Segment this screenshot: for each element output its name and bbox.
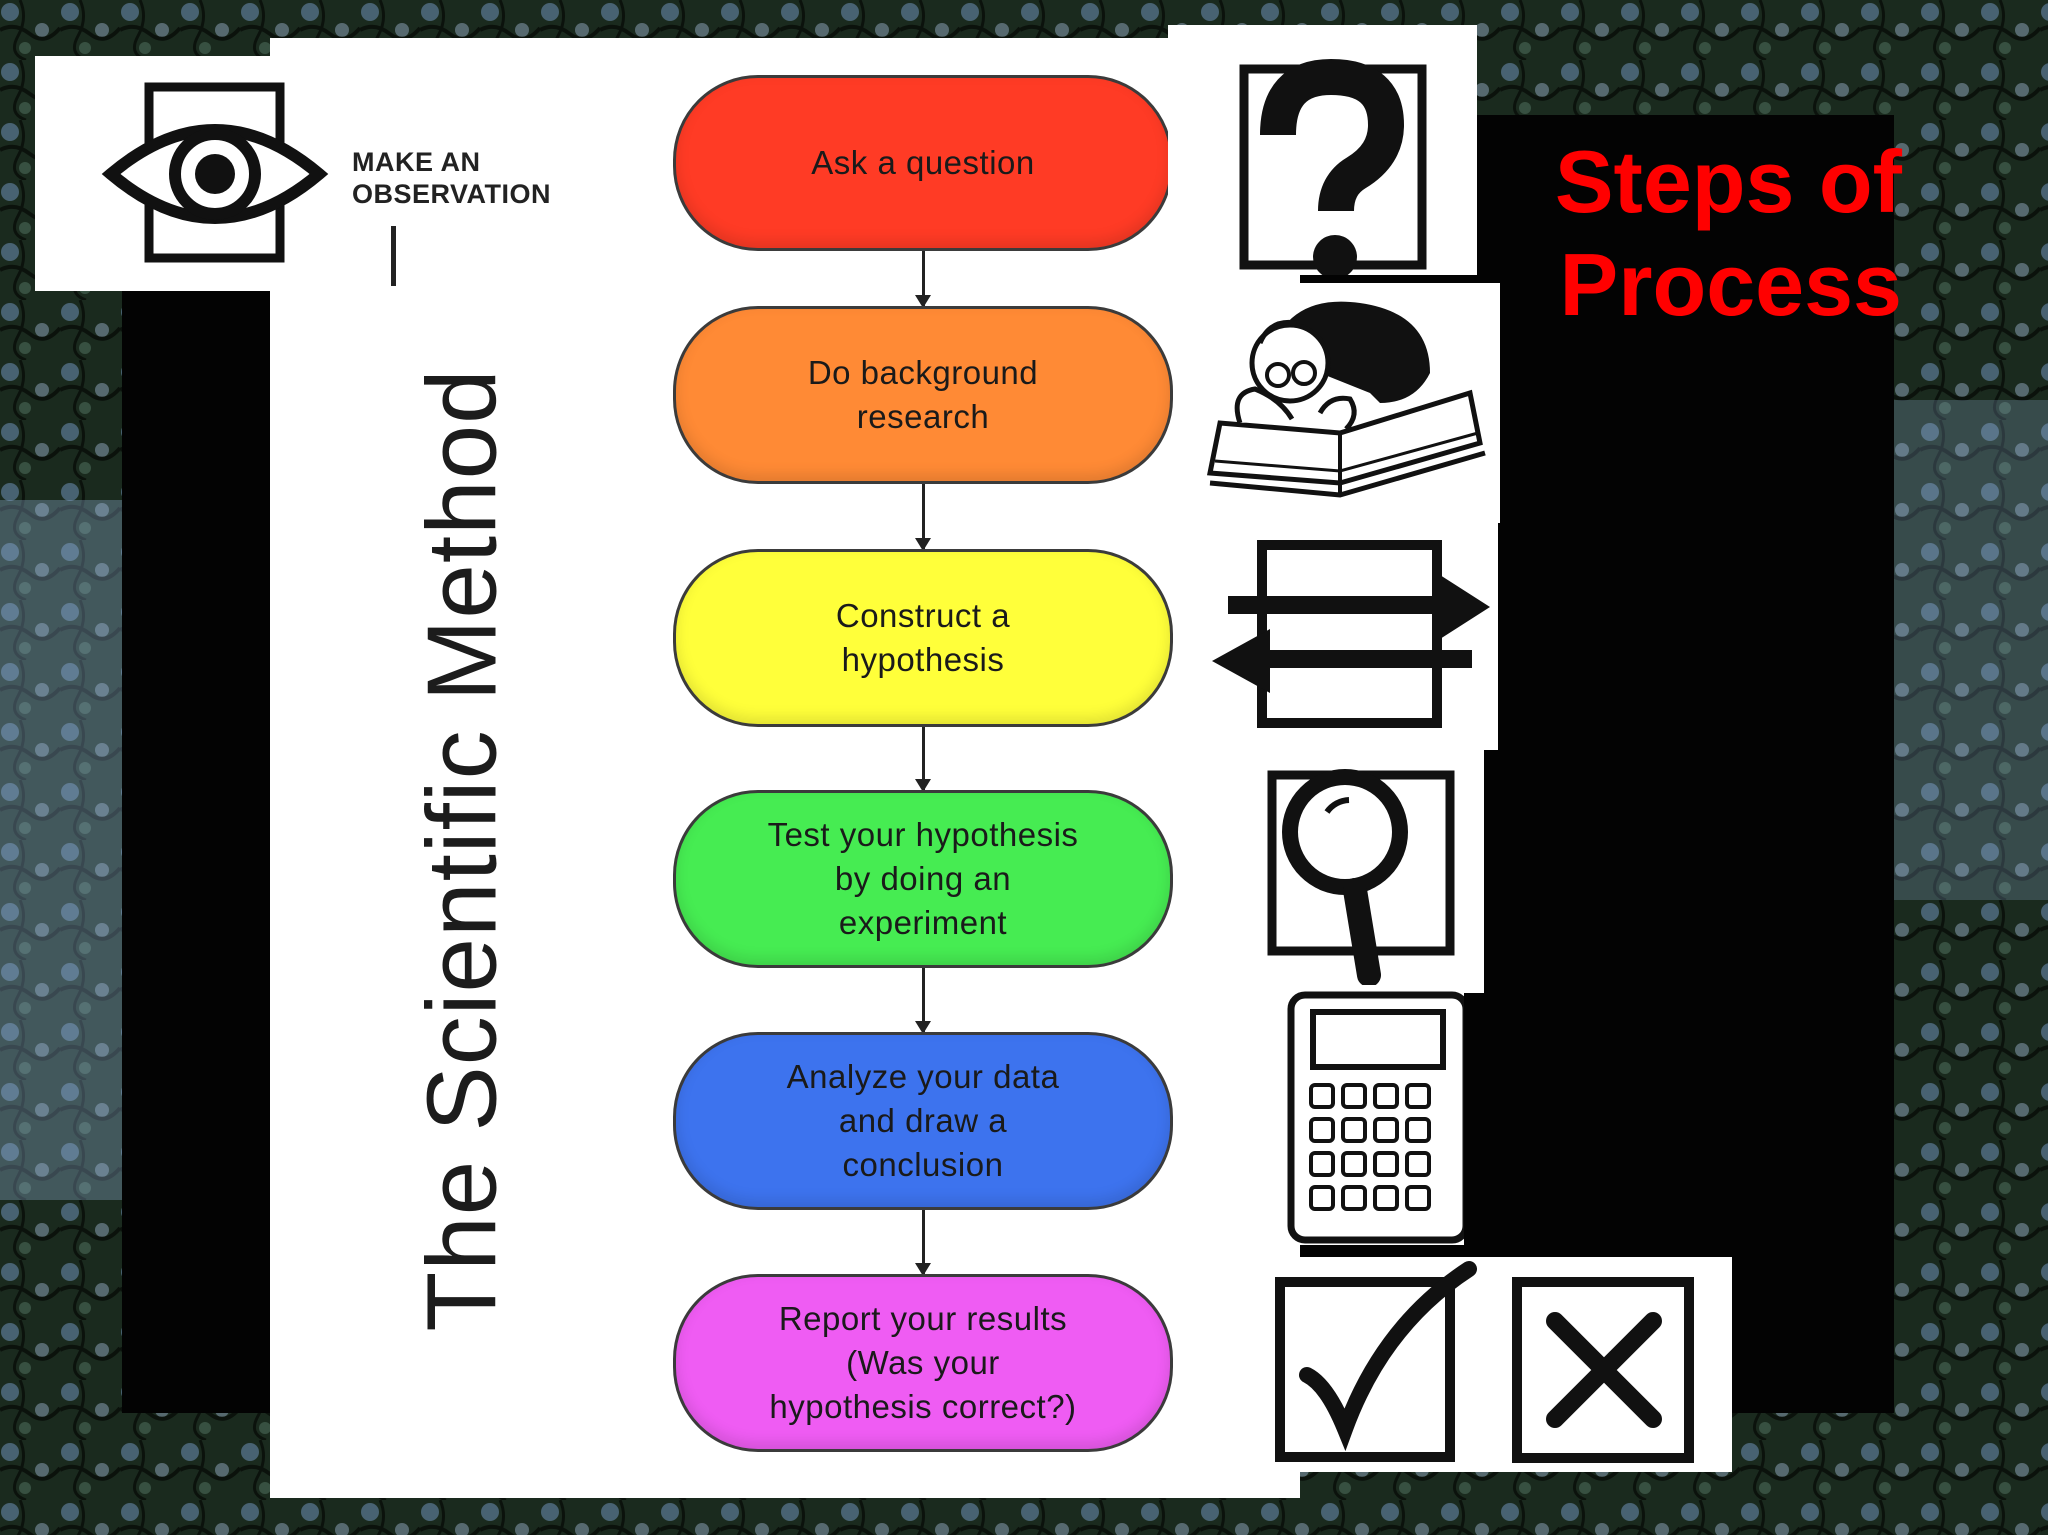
- step-6-text-line: hypothesis correct?): [769, 1388, 1077, 1425]
- x-box-icon: [1512, 1277, 1694, 1463]
- step-4-text-line: Test your hypothesis: [767, 816, 1079, 853]
- calculator-icon: [1287, 991, 1464, 1244]
- flow-arrow: [915, 1210, 931, 1276]
- step-2-text-line: research: [856, 398, 990, 435]
- exchange-arrows-icon: [1212, 540, 1490, 728]
- flow-arrow: [915, 484, 931, 551]
- hypothesis-card: [1200, 505, 1498, 750]
- diagram-title: The Scientific Method: [406, 368, 517, 1332]
- result-card: [1257, 1257, 1732, 1472]
- step-3-text-line: hypothesis: [841, 641, 1005, 678]
- step-2-text-line: Do background: [807, 354, 1039, 391]
- step-5-text-line: Analyze your data: [786, 1058, 1060, 1095]
- slide-title: Steps of Process: [1492, 130, 1902, 336]
- reading-scholar-icon: [1206, 301, 1486, 498]
- step-3-text-line: Construct a: [835, 597, 1011, 634]
- step-4-text-line: by doing an: [834, 860, 1012, 897]
- step-1: Ask a question: [673, 75, 1173, 251]
- step-2: Do background research: [673, 306, 1173, 484]
- step-6-text-line: Report your results: [778, 1300, 1068, 1337]
- step-5-text-line: and draw a: [838, 1102, 1008, 1139]
- observation-connector: [391, 226, 396, 286]
- checkmark-box-icon: [1275, 1261, 1477, 1462]
- flow-arrow: [915, 727, 931, 792]
- research-card: [1200, 283, 1500, 523]
- magnifying-glass-icon: [1267, 769, 1455, 987]
- step-5-text-line: conclusion: [842, 1146, 1004, 1183]
- experiment-card: [1249, 750, 1484, 993]
- observation-label: MAKE AN OBSERVATION: [352, 146, 551, 210]
- slide-title-line-2: Process: [1559, 235, 1902, 334]
- step-4-text-line: experiment: [838, 904, 1008, 941]
- flow-arrow: [915, 251, 931, 308]
- question-card: [1168, 25, 1477, 275]
- step-4: Test your hypothesis by doing an experimen…: [673, 790, 1173, 968]
- observation-line-2: OBSERVATION: [352, 179, 552, 209]
- eye-icon: [101, 82, 329, 263]
- step-3: Construct a hypothesis: [673, 549, 1173, 727]
- flow-arrow: [915, 968, 931, 1034]
- observation-line-1: MAKE AN: [352, 147, 481, 177]
- step-5: Analyze your data and draw a conclusion: [673, 1032, 1173, 1210]
- step-1-text-line: Ask a question: [811, 144, 1035, 181]
- analysis-card: [1269, 985, 1464, 1245]
- question-mark-icon: [1239, 58, 1427, 275]
- slide-title-line-1: Steps of: [1554, 132, 1902, 231]
- observation-card: [35, 56, 590, 291]
- step-6: Report your results (Was your hypothesis c…: [673, 1274, 1173, 1452]
- step-6-text-line: (Was your: [846, 1344, 1000, 1381]
